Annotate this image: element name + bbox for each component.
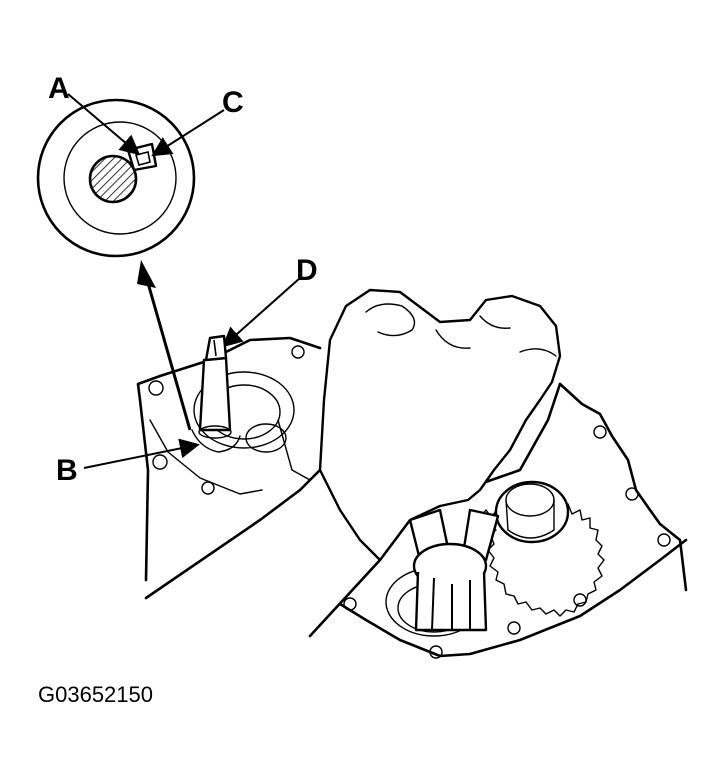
label-c: C [222, 86, 244, 119]
label-d: D [296, 254, 318, 287]
hand [318, 288, 562, 562]
direction-arrow [137, 260, 192, 431]
label-b: B [56, 454, 78, 487]
leader-lines [67, 93, 301, 469]
housing-cover [136, 336, 322, 600]
detail-inset [36, 98, 196, 258]
puller-tool [408, 508, 500, 632]
shaft [191, 334, 241, 453]
label-a: A [48, 72, 70, 105]
figure-id: G03652150 [38, 682, 153, 707]
